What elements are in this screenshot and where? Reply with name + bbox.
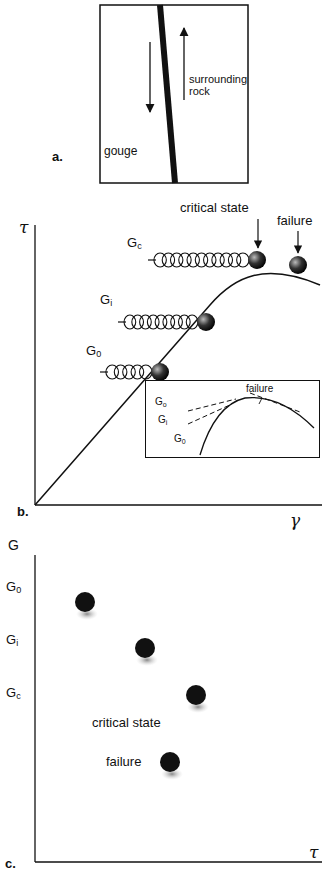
axis bbox=[35, 504, 322, 505]
stress-strain-curve bbox=[35, 274, 320, 505]
figure-label: a. bbox=[52, 150, 63, 164]
leader-arrow bbox=[297, 231, 298, 253]
mass-ball bbox=[289, 256, 307, 274]
data-dot bbox=[75, 592, 95, 612]
figure-label: b. bbox=[17, 505, 29, 519]
figure-label: c. bbox=[5, 857, 16, 871]
figure-label: G bbox=[8, 538, 19, 553]
spring-coil bbox=[237, 253, 249, 267]
leader-line bbox=[259, 398, 262, 404]
rock-block bbox=[100, 5, 248, 183]
inset-curve bbox=[200, 398, 314, 455]
figure-label: failure bbox=[277, 214, 312, 228]
mass-ball bbox=[197, 313, 215, 331]
axis bbox=[34, 555, 35, 862]
spring-group bbox=[100, 253, 249, 379]
figure-label: Gi bbox=[100, 293, 112, 307]
spring-lead bbox=[148, 259, 156, 260]
figure-label: critical state bbox=[92, 716, 161, 730]
mass-ball bbox=[248, 251, 266, 269]
node-label: gouge bbox=[104, 145, 137, 158]
spring-coil bbox=[186, 315, 198, 329]
slip-arrow bbox=[183, 28, 184, 100]
node-label: surrounding rock bbox=[189, 73, 245, 97]
axis bbox=[34, 225, 35, 505]
rock-box: surrounding rock gouge bbox=[100, 5, 248, 183]
data-dot bbox=[186, 685, 206, 705]
figure-label: γ bbox=[290, 511, 300, 530]
axis bbox=[35, 861, 322, 862]
tangent-line bbox=[188, 399, 236, 411]
figure-label: Gc bbox=[127, 236, 142, 250]
tangent-line bbox=[188, 404, 232, 424]
figure-label: G0 bbox=[6, 580, 21, 594]
figure-label: τ bbox=[19, 218, 28, 237]
figure-label: Gi bbox=[6, 633, 18, 647]
leader-arrow bbox=[257, 219, 258, 248]
figure-label: τ bbox=[309, 843, 318, 862]
spring-lead bbox=[100, 371, 108, 372]
mass-ball bbox=[151, 363, 169, 381]
figure-label: failure bbox=[106, 755, 141, 769]
figure-label: G0 bbox=[86, 344, 101, 358]
slip-arrow bbox=[149, 42, 150, 112]
gouge-zone bbox=[160, 5, 175, 183]
node-label: Go bbox=[155, 396, 167, 407]
spring-coil bbox=[140, 365, 153, 379]
node-label: failure bbox=[246, 383, 273, 394]
data-dot bbox=[135, 638, 155, 658]
node-label: Gi bbox=[158, 414, 167, 425]
tangent-line bbox=[250, 393, 300, 412]
figure-label: Gc bbox=[6, 686, 21, 700]
spring-lead bbox=[118, 321, 126, 322]
node-label: G0 bbox=[174, 433, 186, 444]
inset-box: GoGiG0 failure bbox=[145, 380, 320, 458]
data-dot bbox=[160, 752, 180, 772]
figure-label: critical state bbox=[180, 201, 249, 215]
